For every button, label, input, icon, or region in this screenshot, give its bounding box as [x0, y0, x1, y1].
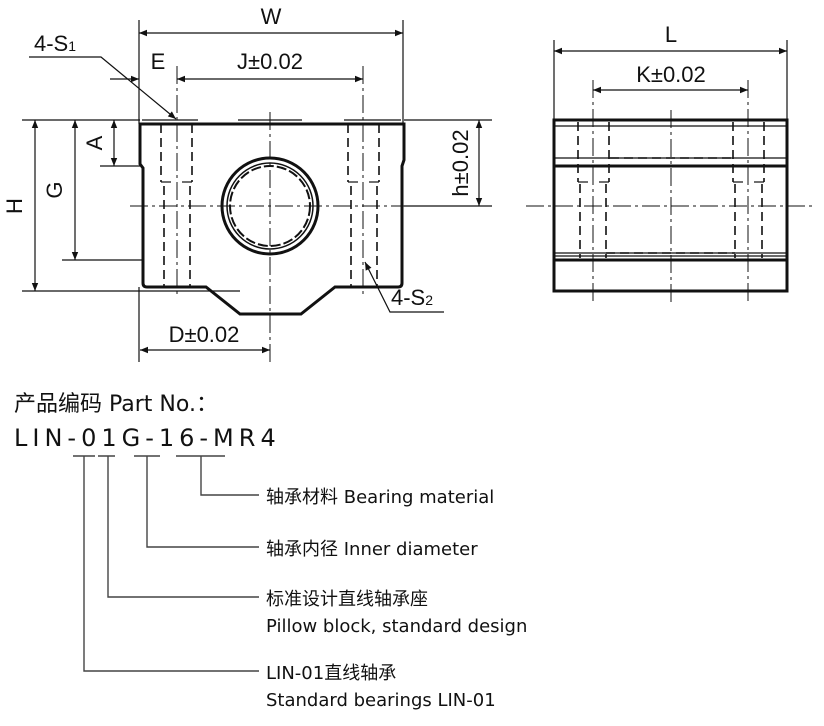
part-number-code: LIN-01G-16-MR4	[14, 424, 281, 452]
dim-h-label: h±0.02	[448, 129, 473, 196]
segment-inner-diameter-cn: 轴承内径	[266, 539, 338, 560]
segment-design-cn: 标准设计直线轴承座	[266, 589, 428, 610]
segment-material-cn: 轴承材料	[266, 487, 338, 508]
segment-inner-diameter-en: Inner diameter	[343, 539, 478, 560]
dim-A-label: A	[82, 135, 107, 150]
segment-bearing-type-label: LIN-01直线轴承 Standard bearings LIN-01	[266, 659, 496, 711]
front-body-outline	[138, 122, 406, 316]
dim-K-label: K±0.02	[636, 62, 706, 87]
segment-bearing-type-cn: LIN-01直线轴承	[266, 663, 397, 684]
leader-material	[200, 456, 259, 496]
leader-S1	[29, 56, 177, 120]
part-number-title: 产品编码 Part No.：	[14, 392, 218, 417]
segment-bearing-type-en: Standard bearings LIN-01	[266, 690, 496, 711]
dim-L-label: L	[665, 22, 677, 47]
part-number-leaders	[73, 455, 259, 672]
left-bolt-hole	[160, 124, 193, 287]
side-left-hole	[577, 122, 610, 258]
right-bolt-hole	[347, 124, 380, 287]
leader-inner-diameter	[146, 456, 259, 548]
segment-material-label: 轴承材料 Bearing material	[266, 483, 494, 509]
dim-E-label: E	[151, 49, 166, 74]
segment-inner-diameter-label: 轴承内径 Inner diameter	[266, 535, 478, 561]
dim-J-label: J±0.02	[237, 49, 303, 74]
segment-material-en: Bearing material	[343, 487, 495, 508]
dim-G-label: G	[42, 181, 67, 198]
leader-S2	[364, 261, 444, 313]
dim-H-label: H	[2, 198, 27, 214]
dim-W-label: W	[261, 4, 282, 29]
leader-design	[107, 456, 259, 598]
dim-S1-label: 4-S1	[34, 31, 76, 56]
side-view: L K±0.02	[526, 22, 815, 303]
segment-design-label: 标准设计直线轴承座 Pillow block, standard design	[266, 585, 527, 637]
dim-D-label: D±0.02	[169, 322, 240, 347]
front-view: W J±0.02 E 4-S1 A G H h±0.02 4-S2	[2, 4, 492, 365]
side-right-hole	[732, 122, 765, 258]
dim-S2-label: 4-S2	[391, 285, 433, 310]
leader-bearing-type	[83, 456, 259, 672]
segment-design-en: Pillow block, standard design	[266, 616, 528, 637]
